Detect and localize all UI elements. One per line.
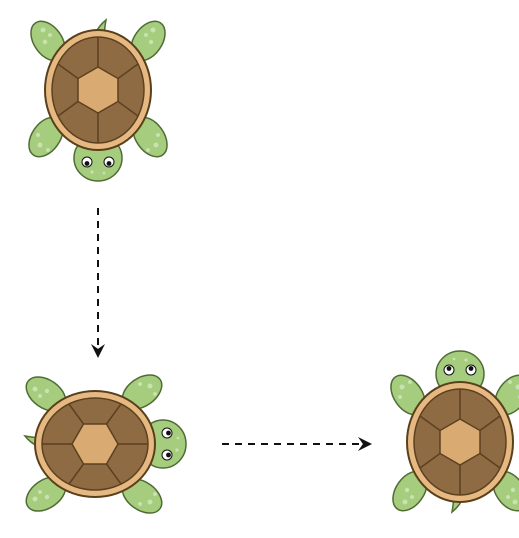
arrow-move-2: [222, 437, 372, 451]
turtle-end-body: [382, 350, 519, 519]
turtle-middle-body: [18, 366, 188, 522]
arrow-move-1: [91, 208, 105, 358]
turtle-start: [20, 13, 176, 183]
turtle-middle: [18, 366, 188, 522]
turtle-end: [382, 350, 519, 519]
arrow-move-2-head: [358, 437, 372, 451]
turtle-start-body: [20, 13, 176, 183]
arrow-move-1-head: [91, 344, 105, 358]
